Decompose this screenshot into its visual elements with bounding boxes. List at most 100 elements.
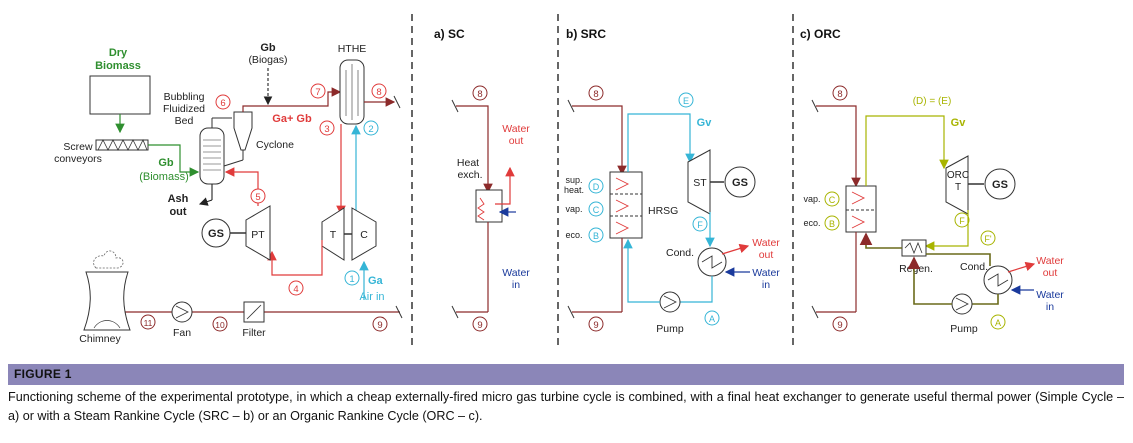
hrsg-label: HRSG — [648, 205, 678, 217]
figure-caption: Functioning scheme of the experimental p… — [8, 390, 1124, 423]
orc-evaporator — [845, 185, 877, 233]
src-pump-label: Pump — [656, 323, 684, 335]
svg-text:A: A — [995, 318, 1001, 328]
src-title: b) SRC — [566, 27, 606, 41]
svg-text:4: 4 — [293, 284, 298, 295]
node-6 — [215, 94, 231, 110]
src-eco-label: eco. — [565, 230, 582, 240]
svg-text:B: B — [593, 231, 599, 241]
src-node-b — [588, 227, 604, 243]
src-pump — [659, 291, 681, 313]
orc-node-f — [954, 212, 970, 228]
filter-label: Filter — [242, 327, 266, 339]
power-turbine-pt — [245, 205, 271, 261]
src-vap-label: vap. — [565, 204, 582, 214]
src-sup-heat-label: sup.heat. — [564, 175, 584, 195]
ga-label: Ga — [368, 275, 384, 287]
orc-node-a — [990, 314, 1006, 330]
svg-text:5: 5 — [255, 192, 260, 203]
src-node-8 — [588, 85, 604, 101]
cyclone-label: Cyclone — [256, 139, 294, 151]
svg-text:T: T — [330, 229, 337, 241]
src-node-e — [678, 92, 694, 108]
src-gv-label: Gv — [697, 117, 713, 129]
svg-text:GS: GS — [732, 177, 748, 189]
orc-eco-label: eco. — [803, 218, 820, 228]
orc-node-fp — [980, 230, 996, 246]
src-generator-gs — [724, 166, 756, 198]
orc-gv-label: Gv — [951, 117, 967, 129]
svg-text:F: F — [697, 220, 703, 230]
panel-src: b) SRC 8 HRSG sup.heat. D vap. C eco. B … — [564, 27, 780, 335]
node-10 — [212, 316, 228, 332]
sc-node-8 — [472, 85, 488, 101]
svg-text:C: C — [360, 229, 368, 241]
svg-text:2: 2 — [368, 124, 373, 135]
svg-text:ST: ST — [693, 177, 707, 189]
node-5 — [250, 188, 266, 204]
svg-text:A: A — [709, 314, 715, 324]
node-4 — [288, 280, 304, 296]
orc-vap-label: vap. — [803, 194, 820, 204]
svg-text:C: C — [829, 195, 836, 205]
gb-label: Gb — [260, 42, 276, 54]
svg-text:F: F — [959, 216, 965, 226]
cyclone — [233, 111, 253, 151]
generator-gs — [201, 218, 231, 248]
svg-text:1: 1 — [349, 274, 354, 285]
sc-title: a) SC — [434, 27, 465, 41]
node-11 — [140, 314, 156, 330]
figure-label: FIGURE 1 — [14, 367, 72, 381]
svg-text:8: 8 — [376, 87, 381, 98]
orc-node-9 — [832, 316, 848, 332]
compressor-c — [351, 207, 377, 261]
turbine-t — [321, 207, 345, 261]
src-node-c — [588, 201, 604, 217]
gb-biomass-label: Gb(Biomass) — [139, 157, 189, 183]
sc-heat-exchanger — [475, 189, 503, 223]
svg-text:GS: GS — [208, 228, 224, 240]
fluidized-bed-reactor — [199, 127, 225, 185]
node-9 — [372, 316, 388, 332]
svg-text:6: 6 — [220, 98, 225, 109]
hthe-label: HTHE — [338, 43, 367, 55]
ga-gb-label: Ga+ Gb — [272, 113, 312, 125]
src-cond-label: Cond. — [666, 247, 694, 259]
src-node-f — [692, 216, 708, 232]
node-3 — [319, 120, 335, 136]
svg-text:8: 8 — [593, 89, 598, 100]
node-1 — [344, 270, 360, 286]
chimney-label: Chimney — [79, 333, 121, 345]
regen-label: Regen. — [899, 263, 933, 275]
orc-de-label: (D) = (E) — [913, 96, 952, 107]
src-node-a — [704, 310, 720, 326]
svg-text:3: 3 — [324, 124, 329, 135]
node-2 — [363, 120, 379, 136]
svg-text:F': F' — [984, 234, 991, 244]
orc-node-c — [824, 191, 840, 207]
figure-label-bar: FIGURE 1 — [8, 364, 1124, 385]
node-8 — [371, 83, 387, 99]
panel-orc: c) ORC 8 vap. C eco. B 9 (D) = (E) Gv OR… — [800, 27, 1064, 335]
fan-label: Fan — [173, 327, 191, 339]
biomass-hopper — [89, 75, 151, 115]
svg-text:9: 9 — [477, 320, 482, 331]
svg-text:9: 9 — [593, 320, 598, 331]
svg-text:GS: GS — [992, 179, 1008, 191]
chimney — [83, 271, 131, 331]
svg-text:8: 8 — [477, 89, 482, 100]
orc-cond-label: Cond. — [960, 261, 988, 273]
orc-generator-gs — [984, 168, 1016, 200]
biogas-label: (Biogas) — [248, 54, 287, 66]
